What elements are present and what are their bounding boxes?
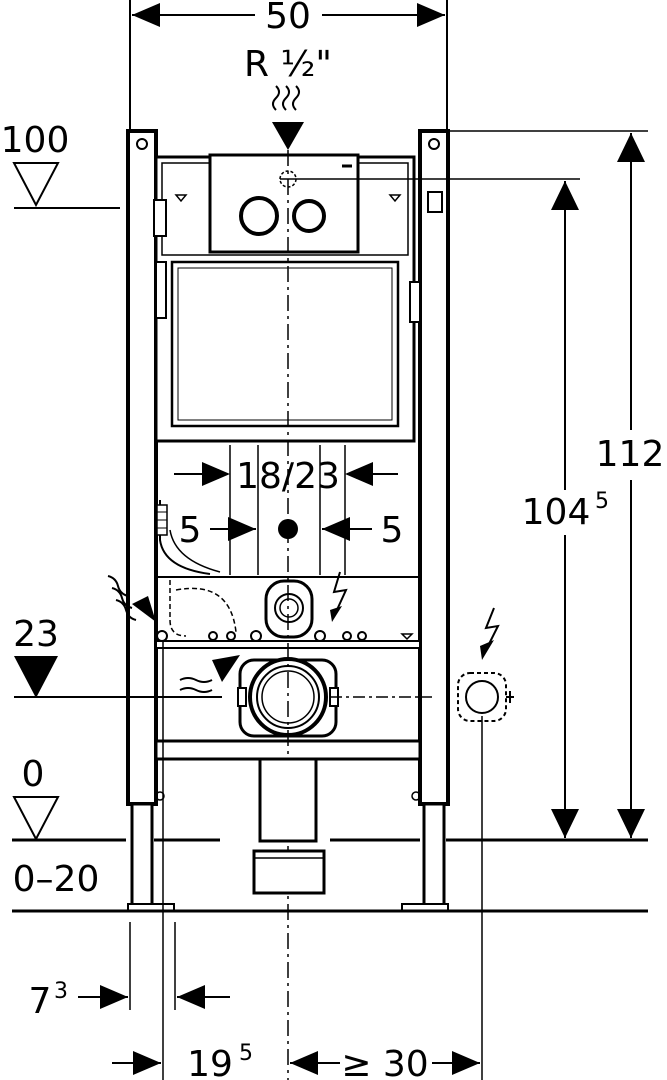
bottom-dimensions: 7 3 19 5 ≥ 30	[29, 640, 483, 1080]
inlet-arrow-icon	[272, 122, 304, 150]
width-dimension: 50	[129, 0, 448, 130]
cistern	[153, 153, 580, 443]
left-post	[126, 129, 158, 806]
width-label: 50	[265, 0, 311, 37]
distance-label: 19	[187, 1044, 233, 1080]
water-wave-icon	[272, 85, 280, 111]
level-23-marker: 23	[13, 614, 432, 698]
outlet-arrow-icon	[212, 655, 240, 682]
offset-left-label: 5	[179, 510, 202, 551]
water-supply-indicator	[107, 575, 156, 622]
height-total-label: 112	[596, 434, 665, 475]
level-100-label: 100	[1, 120, 70, 161]
offset-dimensions: 5 5	[179, 510, 404, 551]
flush-pipe-connector	[264, 579, 314, 639]
height-frame-sup: 5	[595, 489, 609, 514]
water-arrow-icon	[132, 596, 156, 622]
connection-label: R ½"	[244, 44, 332, 85]
foot-dimension-label: 7	[29, 981, 52, 1022]
power-socket-outline	[457, 672, 507, 722]
frame-posts	[126, 129, 450, 912]
foot-dimension-sup: 3	[54, 979, 68, 1004]
water-connection: R ½"	[244, 44, 332, 150]
lightning-icon-right	[484, 607, 500, 647]
lightning-icon	[332, 571, 348, 613]
floor-levels: 0 0–20	[12, 754, 648, 913]
distance-sup: 5	[239, 1041, 253, 1066]
level-0-label: 0	[22, 754, 45, 795]
level-23-label: 23	[13, 614, 59, 655]
flush-button-large	[239, 196, 279, 236]
min-distance-label: ≥ 30	[341, 1044, 428, 1080]
floor-range-label: 0–20	[13, 859, 100, 900]
right-post	[418, 129, 450, 806]
toilet-outlet	[179, 655, 339, 738]
pipework	[155, 500, 421, 642]
height-dimensions: 112 104 5	[450, 130, 665, 838]
drain-pipe	[252, 757, 326, 895]
flush-plate	[208, 153, 360, 254]
flush-button-small	[292, 199, 326, 233]
electrical-symbols	[330, 571, 514, 722]
offset-right-label: 5	[381, 510, 404, 551]
level-100-marker: 100	[1, 120, 120, 209]
height-frame-label: 104	[522, 492, 591, 533]
drain-spacing-dimension: 18/23	[174, 445, 398, 575]
inspection-opening	[170, 260, 400, 428]
